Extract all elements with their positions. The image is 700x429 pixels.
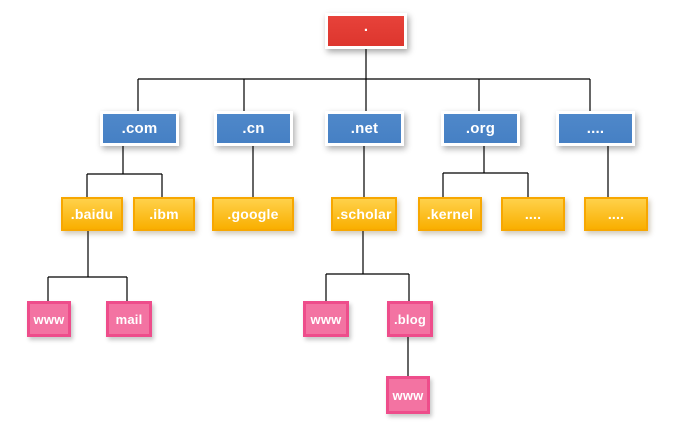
node-www-blog: www bbox=[386, 376, 430, 414]
edge-baidu-to-children bbox=[47, 230, 128, 303]
node-scholar: .scholar bbox=[331, 197, 397, 231]
node-mail-baidu: mail bbox=[106, 301, 152, 337]
node-tld-more-label: .... bbox=[586, 120, 605, 137]
node-www-scholar-label: www bbox=[310, 311, 342, 327]
node-www-baidu: www bbox=[27, 301, 71, 337]
node-mail-baidu-label: mail bbox=[115, 311, 143, 327]
node-www-scholar: www bbox=[303, 301, 349, 337]
node-www-baidu-label: www bbox=[33, 311, 65, 327]
node-com: .com bbox=[100, 111, 179, 146]
node-net-label: .net bbox=[350, 120, 379, 137]
node-ibm: .ibm bbox=[133, 197, 195, 231]
node-tld-more-child: .... bbox=[584, 197, 648, 231]
node-cn: .cn bbox=[214, 111, 293, 146]
node-tld-more-child-label: .... bbox=[607, 206, 625, 222]
node-root: . bbox=[325, 13, 407, 49]
node-kernel: .kernel bbox=[418, 197, 482, 231]
node-ibm-label: .ibm bbox=[149, 206, 179, 222]
node-org-more: .... bbox=[501, 197, 565, 231]
node-net: .net bbox=[325, 111, 404, 146]
node-org-more-label: .... bbox=[524, 206, 542, 222]
node-kernel-label: .kernel bbox=[426, 206, 474, 222]
edge-root-to-tlds bbox=[137, 49, 591, 114]
node-tld-more: .... bbox=[556, 111, 635, 146]
node-org: .org bbox=[441, 111, 520, 146]
node-blog-label: .blog bbox=[393, 311, 427, 327]
edge-scholar-to-children bbox=[325, 230, 410, 303]
node-google: .google bbox=[212, 197, 294, 231]
node-com-label: .com bbox=[121, 120, 158, 137]
node-baidu: .baidu bbox=[61, 197, 123, 231]
node-www-blog-label: www bbox=[392, 387, 424, 403]
node-cn-label: .cn bbox=[242, 120, 265, 137]
node-baidu-label: .baidu bbox=[70, 206, 114, 222]
node-scholar-label: .scholar bbox=[336, 206, 392, 222]
edge-org-to-children bbox=[442, 143, 529, 199]
edge-com-to-children bbox=[86, 143, 163, 199]
node-root-label: . bbox=[363, 17, 369, 35]
node-blog: .blog bbox=[387, 301, 433, 337]
node-google-label: .google bbox=[227, 206, 279, 222]
node-org-label: .org bbox=[465, 120, 496, 137]
